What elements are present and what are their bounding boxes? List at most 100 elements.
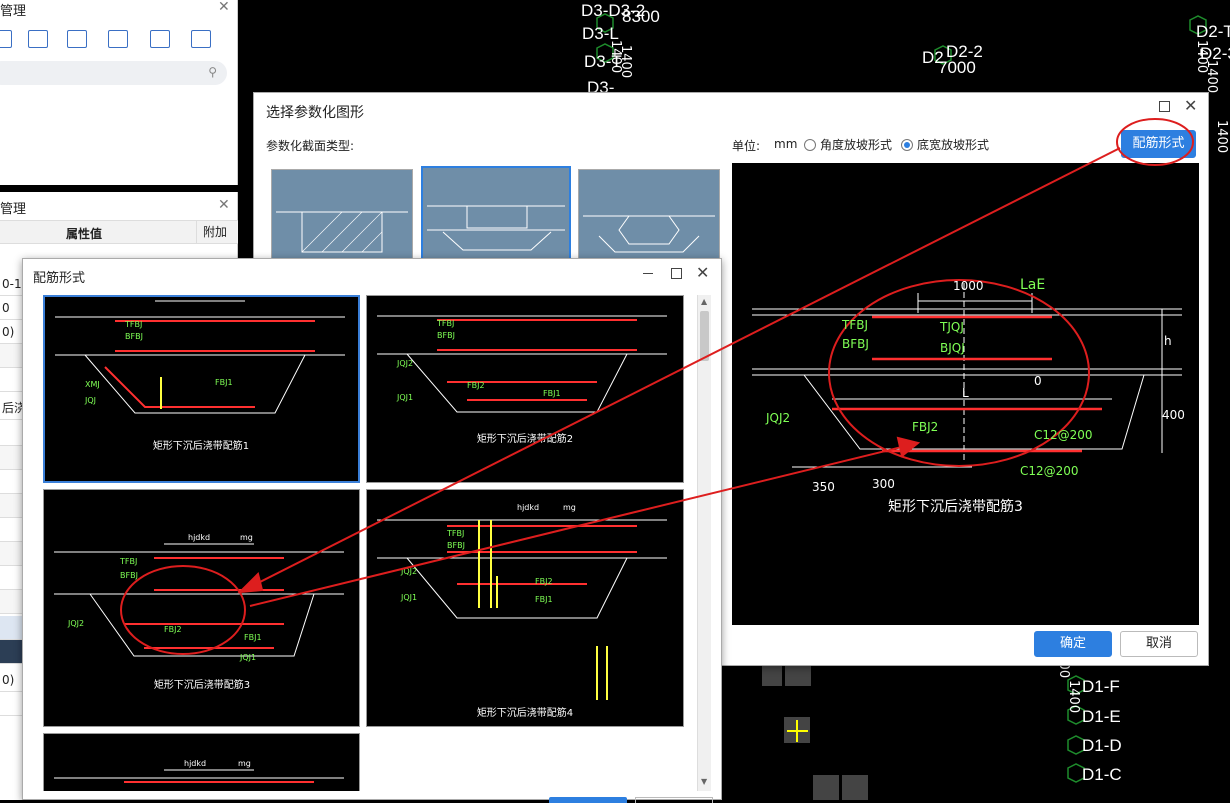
property-icon[interactable] <box>191 30 211 48</box>
annotation-arrow <box>249 444 911 607</box>
preview-dim: L <box>962 386 969 400</box>
toolbar-icon[interactable] <box>0 30 12 48</box>
svg-text:FBJ2: FBJ2 <box>467 381 485 390</box>
preview-label: TJQJ <box>939 320 964 334</box>
cancel-button[interactable]: 取消 <box>1120 631 1198 657</box>
rebar-option-5[interactable]: hjdkd mg <box>43 733 360 791</box>
panel-title: 管理 <box>0 202 27 217</box>
preview-label: TFBJ <box>841 318 868 332</box>
scrollbar[interactable]: ▲ ▼ <box>697 295 711 791</box>
svg-text:FBJ1: FBJ1 <box>543 389 561 398</box>
preview-dim: 350 <box>812 480 835 494</box>
preview-dim: 1000 <box>953 279 984 293</box>
rebar-form-button[interactable]: 配筋形式 <box>1121 130 1196 158</box>
dim-label: hjdkd <box>184 759 206 768</box>
svg-text:JQJ1: JQJ1 <box>239 653 256 662</box>
preview-label: LaE <box>1020 277 1045 293</box>
scroll-down-icon[interactable]: ▼ <box>701 777 708 786</box>
svg-text:FBJ1: FBJ1 <box>215 378 233 387</box>
svg-text:TFBJ: TFBJ <box>436 319 454 328</box>
section-shape-icon <box>276 211 408 253</box>
dim-label: mg <box>563 503 576 512</box>
minimize-icon[interactable] <box>643 273 653 274</box>
svg-text:1400: 1400 <box>1194 40 1209 73</box>
ok-button[interactable]: 确定 <box>1034 631 1112 657</box>
svg-text:TFBJ: TFBJ <box>119 557 137 566</box>
radio-width-slope[interactable]: 底宽放坡形式 <box>901 136 989 153</box>
rebar-caption: 矩形下沉后浇带配筋4 <box>477 706 573 719</box>
list-icon[interactable] <box>150 30 170 48</box>
section-thumb-1[interactable] <box>271 169 413 259</box>
maximize-icon[interactable] <box>671 268 682 279</box>
rebar-preview-drawing: TFBJ BFBJ TJQJ BJQJ JQJ2 FBJ2 C12@200 C1… <box>752 277 1185 515</box>
radio-angle-slope[interactable]: 角度放坡形式 <box>804 136 892 153</box>
svg-text:JQJ2: JQJ2 <box>400 567 417 576</box>
section-thumb-2[interactable] <box>421 166 571 262</box>
search-icon[interactable]: ⚲ <box>208 65 217 79</box>
rebar-caption: 矩形下沉后浇带配筋3 <box>154 678 250 691</box>
arrowhead-icon <box>237 572 264 594</box>
highlight-ellipse <box>1116 118 1194 166</box>
copy-icon[interactable] <box>28 30 48 48</box>
layer-copy-icon[interactable] <box>67 30 87 48</box>
svg-text:JQJ1: JQJ1 <box>400 593 417 602</box>
maximize-icon[interactable] <box>1159 101 1170 112</box>
svg-text:JQJ2: JQJ2 <box>67 619 84 628</box>
svg-text:JQJ2: JQJ2 <box>396 359 413 368</box>
scroll-up-icon[interactable]: ▲ <box>701 297 708 306</box>
col-value-header: 属性值 <box>66 227 103 241</box>
cad-label: D1-C <box>1082 765 1122 784</box>
arrowhead-icon <box>896 436 921 458</box>
dialog-title: 选择参数化图形 <box>266 105 364 121</box>
radio-icon[interactable] <box>804 139 816 151</box>
annotation-arrow <box>247 147 1121 589</box>
preview-label: JQJ2 <box>765 411 790 425</box>
cad-label: D2-T <box>1196 22 1230 41</box>
cad-label: D1-D <box>1082 736 1122 755</box>
svg-text:FBJ1: FBJ1 <box>244 633 262 642</box>
svg-text:JQJ1: JQJ1 <box>396 393 413 402</box>
edit-icon[interactable] <box>108 30 128 48</box>
dim-label: mg <box>240 533 253 542</box>
table-header: 属性值 附加 <box>0 220 238 244</box>
col-extra-header: 附加 <box>196 221 227 243</box>
preview-label: C12@200 <box>1034 428 1093 442</box>
svg-text:JQJ: JQJ <box>84 396 96 405</box>
dim-label: mg <box>238 759 251 768</box>
close-icon[interactable]: ✕ <box>1184 96 1198 115</box>
svg-text:XMJ: XMJ <box>85 380 100 389</box>
cad-label: D3-L <box>582 24 619 43</box>
close-icon[interactable]: ✕ <box>218 0 230 15</box>
preview-label: BJQJ <box>940 341 965 355</box>
close-icon[interactable]: ✕ <box>696 263 710 282</box>
svg-text:FBJ2: FBJ2 <box>164 625 182 634</box>
preview-dim: h <box>1164 334 1172 348</box>
svg-text:BFBJ: BFBJ <box>437 331 455 340</box>
close-icon[interactable]: ✕ <box>218 197 230 213</box>
svg-text:FBJ1: FBJ1 <box>535 595 553 604</box>
svg-text:1400: 1400 <box>1214 120 1229 153</box>
unit-value: mm <box>774 137 798 151</box>
radio-icon-checked[interactable] <box>901 139 913 151</box>
scrollbar-thumb[interactable] <box>700 311 709 361</box>
dim-label: hjdkd <box>517 503 539 512</box>
svg-text:TFBJ: TFBJ <box>446 529 464 538</box>
svg-text:FBJ2: FBJ2 <box>535 577 553 586</box>
svg-text:1400: 1400 <box>618 45 633 78</box>
preview-dim: 0 <box>1034 374 1042 388</box>
left-panel-top: 管理 ✕ ⚲ <box>0 0 238 185</box>
search-input[interactable]: ⚲ <box>0 61 227 85</box>
rebar-caption: 矩形下沉后浇带配筋1 <box>153 439 249 452</box>
section-label: 参数化截面类型: <box>266 139 355 153</box>
preview-caption: 矩形下沉后浇带配筋3 <box>888 498 1023 515</box>
svg-text:1400: 1400 <box>608 40 623 73</box>
radio-label: 角度放坡形式 <box>820 138 893 152</box>
rebar-drawing: hjdkd mg <box>54 759 344 783</box>
unit-label: 单位: <box>732 139 761 153</box>
